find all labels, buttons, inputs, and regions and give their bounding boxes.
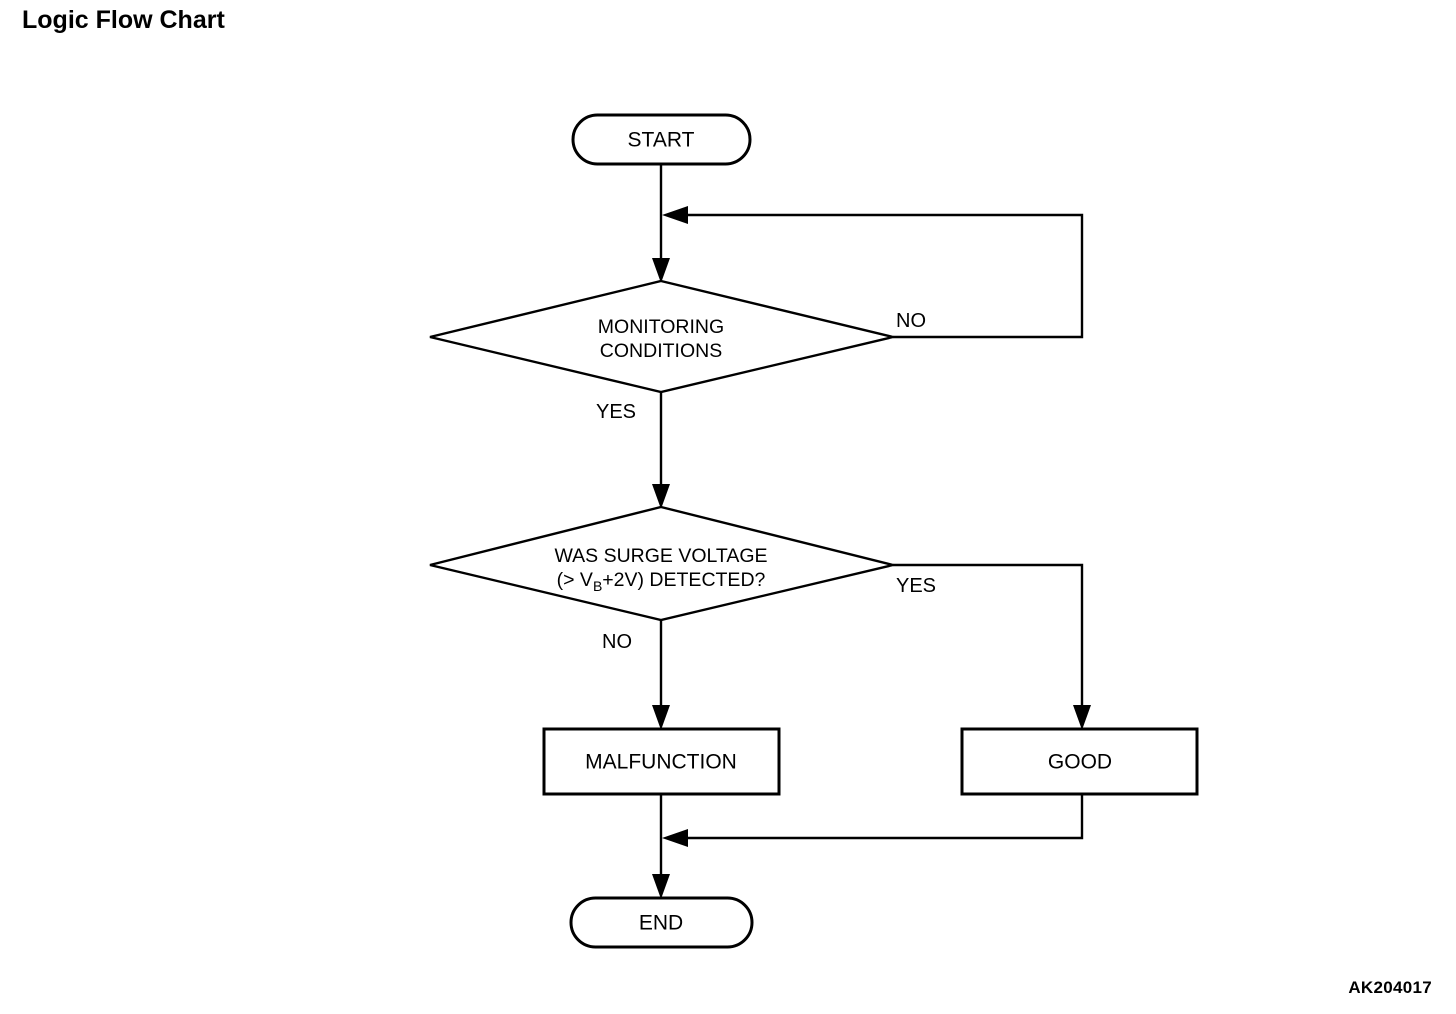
node-surge-label-line2: (> VB+2V) DETECTED? <box>557 569 766 594</box>
node-start-label: START <box>628 129 695 152</box>
edge-label-surge-yes: YES <box>896 575 936 597</box>
edge-monitoring-no-loop <box>662 206 1084 339</box>
edge-label-monitoring-no: NO <box>896 310 926 332</box>
node-start[interactable]: START <box>571 113 752 166</box>
edge-malfunction-to-end <box>652 794 670 899</box>
edge-surge-yes-to-good <box>893 563 1091 730</box>
surge-line2-pre: (> V <box>557 569 593 591</box>
node-good[interactable]: GOOD <box>960 727 1199 796</box>
node-monitoring-label-line2: CONDITIONS <box>600 340 722 362</box>
node-malfunction[interactable]: MALFUNCTION <box>542 727 781 796</box>
node-monitoring-conditions[interactable]: MONITORING CONDITIONS <box>429 279 894 394</box>
node-end[interactable]: END <box>569 896 754 949</box>
page-title: Logic Flow Chart <box>22 6 225 34</box>
node-good-label: GOOD <box>1048 751 1112 774</box>
corner-reference-code: AK204017 <box>1348 978 1432 997</box>
surge-line2-subscript: B <box>593 578 602 594</box>
edge-surge-no-to-malfunction <box>652 620 670 730</box>
node-monitoring-label-line1: MONITORING <box>598 316 724 338</box>
node-surge-label-line1: WAS SURGE VOLTAGE <box>554 545 767 567</box>
node-end-label: END <box>639 912 683 935</box>
edge-label-surge-no: NO <box>602 631 632 653</box>
node-malfunction-label: MALFUNCTION <box>585 751 737 774</box>
edge-monitoring-yes-to-surge <box>652 392 670 509</box>
edge-label-monitoring-yes: YES <box>596 401 636 423</box>
surge-line2-post: +2V) DETECTED? <box>602 569 765 591</box>
edge-start-to-monitoring <box>652 164 670 283</box>
edge-good-to-end-merge <box>662 794 1084 847</box>
node-surge-voltage[interactable]: WAS SURGE VOLTAGE (> VB+2V) DETECTED? <box>429 505 894 622</box>
